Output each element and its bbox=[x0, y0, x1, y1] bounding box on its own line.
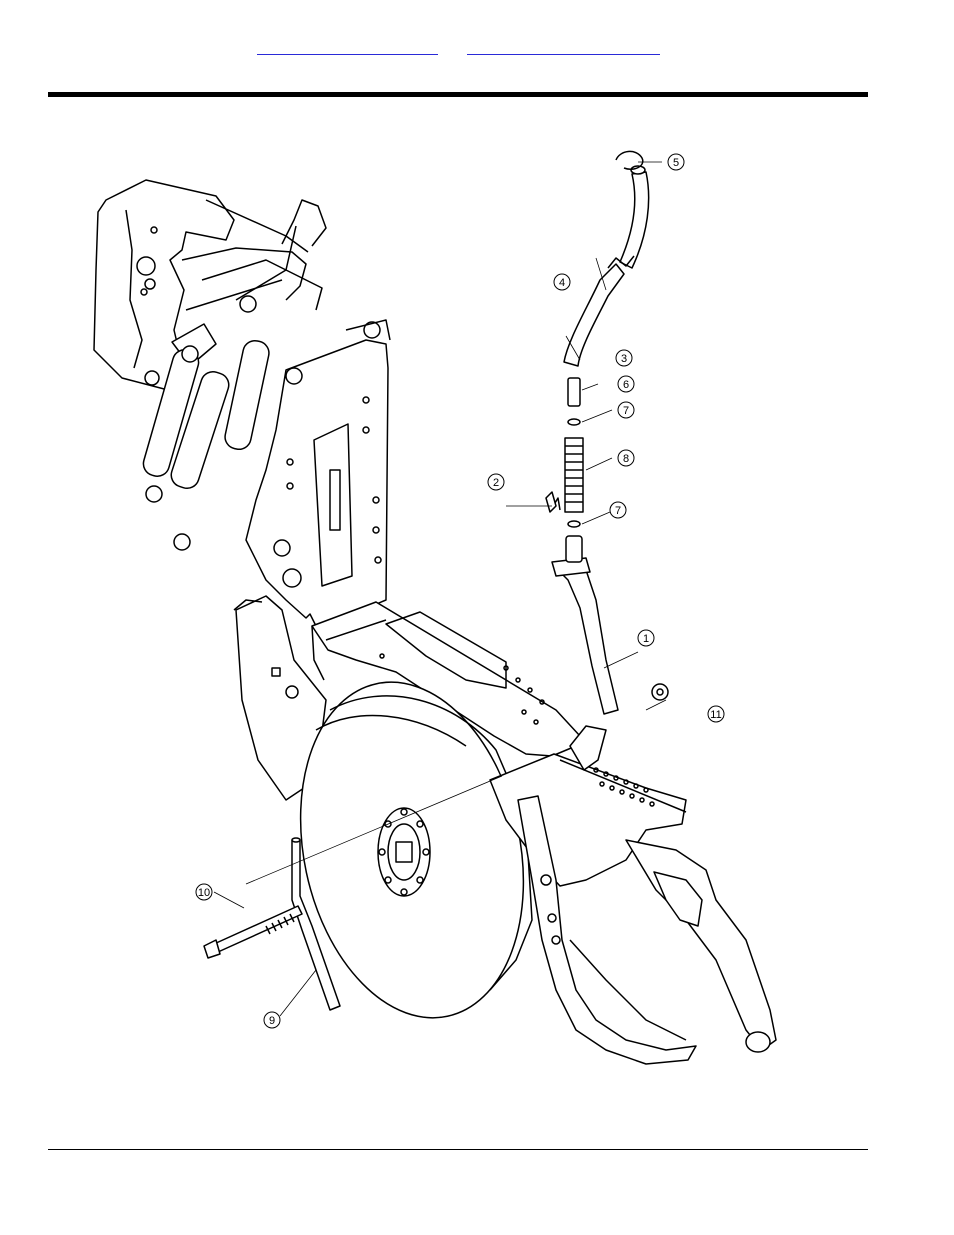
callout-6: 6 bbox=[618, 376, 634, 392]
header-link-2[interactable] bbox=[467, 40, 660, 55]
svg-text:11: 11 bbox=[710, 709, 721, 721]
closing-assembly bbox=[490, 726, 776, 1064]
callout-11: 11 bbox=[708, 706, 724, 722]
svg-text:10: 10 bbox=[198, 887, 210, 899]
svg-text:8: 8 bbox=[623, 453, 629, 465]
callout-4: 4 bbox=[554, 274, 570, 290]
svg-text:2: 2 bbox=[493, 477, 499, 489]
callout-8: 8 bbox=[618, 450, 634, 466]
svg-text:6: 6 bbox=[623, 379, 629, 391]
callout-7-upper: 7 bbox=[618, 402, 634, 418]
svg-text:1: 1 bbox=[643, 633, 649, 645]
svg-text:7: 7 bbox=[615, 505, 621, 517]
callout-10: 10 bbox=[196, 884, 212, 900]
svg-text:7: 7 bbox=[623, 405, 629, 417]
svg-text:3: 3 bbox=[621, 353, 627, 365]
callout-5: 5 bbox=[668, 154, 684, 170]
header-rule bbox=[48, 92, 868, 97]
header-link-1[interactable] bbox=[257, 40, 438, 55]
svg-text:5: 5 bbox=[673, 157, 679, 169]
parts-diagram: 1 2 3 4 5 6 7 8 7 9 10 11 bbox=[86, 140, 790, 1080]
footer-rule bbox=[48, 1149, 868, 1150]
callout-3: 3 bbox=[616, 350, 632, 366]
callout-7-lower: 7 bbox=[610, 502, 626, 518]
callout-2: 2 bbox=[488, 474, 504, 490]
seed-tube-assembly bbox=[552, 151, 649, 714]
svg-text:4: 4 bbox=[559, 277, 565, 289]
callout-9: 9 bbox=[264, 1012, 280, 1028]
svg-text:9: 9 bbox=[269, 1015, 275, 1027]
callout-1: 1 bbox=[638, 630, 654, 646]
